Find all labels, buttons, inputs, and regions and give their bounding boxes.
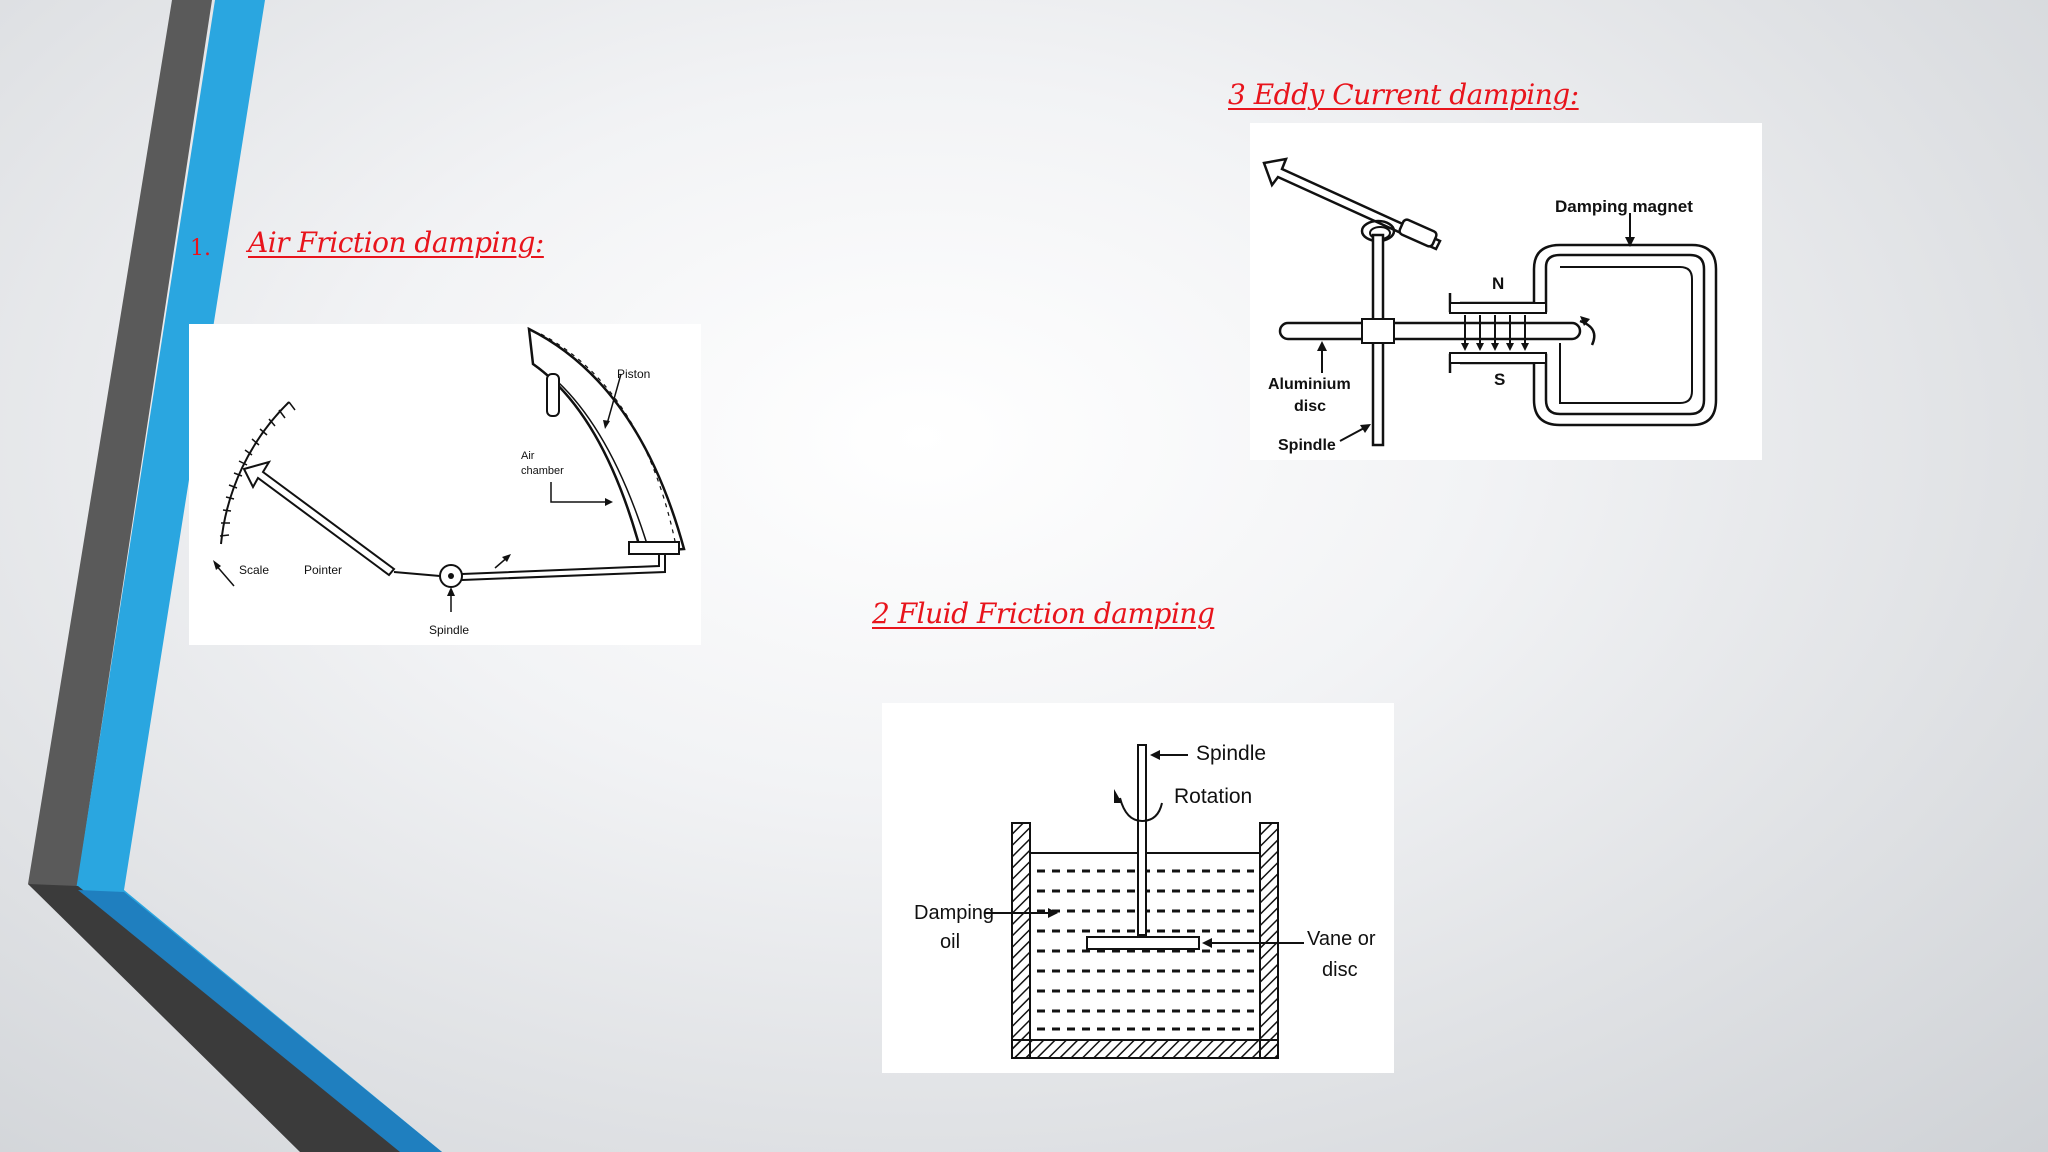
damping-magnet-label: Damping magnet: [1555, 197, 1693, 216]
scale-label: Scale: [239, 563, 269, 577]
rotation-label: Rotation: [1174, 785, 1252, 808]
spindle-label: Spindle: [429, 623, 469, 637]
disc-label: disc: [1294, 398, 1326, 415]
spindle-label: Spindle: [1278, 437, 1336, 454]
fluid-friction-diagram: Spindle Rotation Damping oil Vane or dis…: [882, 703, 1394, 1073]
air-label: Air: [521, 450, 535, 462]
chamber-label: chamber: [521, 465, 564, 477]
aluminium-label: Aluminium: [1268, 376, 1351, 393]
damping-oil-label: Damping: [914, 902, 994, 924]
oil-label: oil: [940, 931, 960, 953]
spindle-label: Spindle: [1196, 742, 1266, 765]
eddy-current-heading: 3 Eddy Current damping:: [1228, 78, 1579, 111]
air-friction-diagram: Scale Pointer Spindle Piston Air chamber: [189, 324, 701, 645]
piston-label: Piston: [617, 367, 650, 381]
vane-label: Vane or: [1307, 928, 1376, 950]
pointer-label: Pointer: [304, 563, 342, 577]
list-number: 1.: [190, 236, 211, 261]
fluid-friction-heading: 2 Fluid Friction damping: [872, 597, 1215, 630]
eddy-current-diagram: Damping magnet N S Aluminium disc Spindl…: [1250, 123, 1762, 460]
air-friction-heading: Air Friction damping:: [248, 226, 544, 259]
disc-label: disc: [1322, 959, 1358, 981]
south-pole-label: S: [1494, 370, 1505, 389]
north-pole-label: N: [1492, 274, 1504, 293]
